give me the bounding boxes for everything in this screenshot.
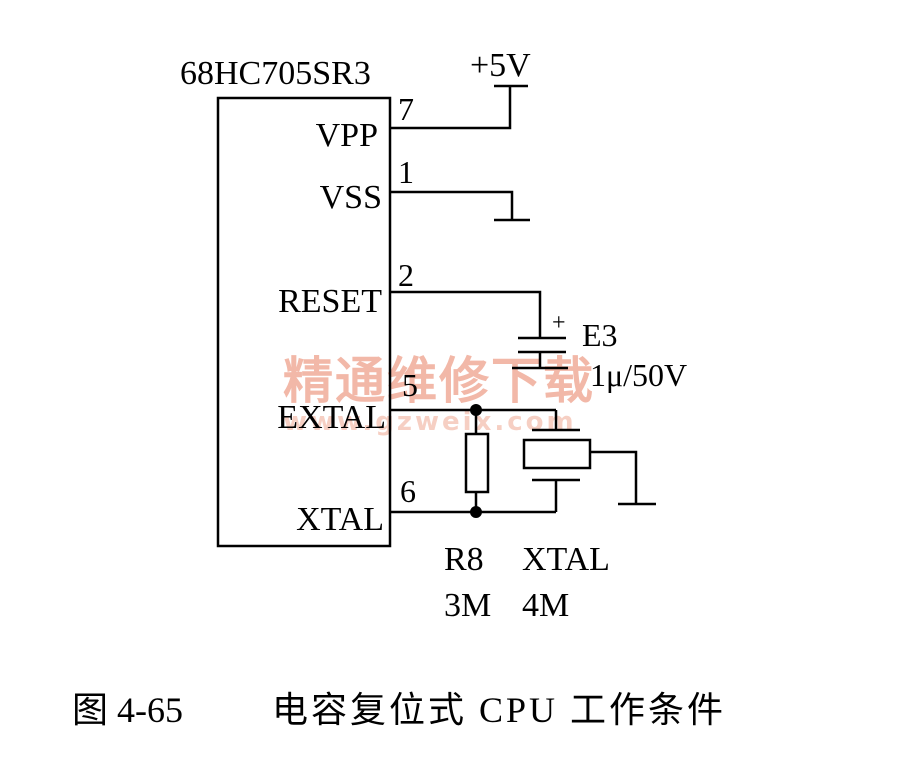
crystal-value: 4M bbox=[522, 587, 569, 624]
capacitor-value: 1μ/50V bbox=[590, 357, 687, 393]
pin-number-1: 1 bbox=[398, 154, 414, 190]
pin-name-vss: VSS bbox=[320, 179, 382, 216]
vpp-supply-wire bbox=[390, 84, 528, 130]
supply-label: +5V bbox=[470, 47, 531, 84]
xtal-wire bbox=[390, 478, 580, 514]
capacitor-polarity: + bbox=[552, 310, 566, 336]
figure-number: 图 4-65 bbox=[72, 690, 183, 730]
resistor-value: 3M bbox=[444, 587, 491, 624]
pin-number-5: 5 bbox=[402, 367, 418, 403]
vss-ground-wire bbox=[390, 190, 530, 222]
pin-name-reset: RESET bbox=[278, 283, 382, 320]
watermark-url: www.gzweix.com bbox=[283, 407, 577, 437]
watermark-title: 精通维修下载 bbox=[283, 352, 595, 410]
pin-number-2: 2 bbox=[398, 257, 414, 293]
reset-capacitor-wire bbox=[390, 290, 568, 370]
pin-number-7: 7 bbox=[398, 91, 414, 127]
pin-name-xtal: XTAL bbox=[296, 501, 384, 538]
resistor-r8 bbox=[464, 410, 490, 512]
pin-name-extal: EXTAL bbox=[277, 399, 386, 436]
crystal-ref: XTAL bbox=[522, 541, 610, 578]
chip-body bbox=[216, 96, 392, 548]
capacitor-ref: E3 bbox=[582, 317, 618, 353]
figure-caption: 电容复位式 CPU 工作条件 bbox=[272, 690, 726, 730]
resistor-ref: R8 bbox=[444, 541, 484, 578]
crystal-xtal bbox=[522, 438, 656, 506]
pin-number-6: 6 bbox=[400, 473, 416, 509]
pin-name-vpp: VPP bbox=[316, 117, 378, 154]
chip-part-label: 68HC705SR3 bbox=[180, 55, 371, 92]
